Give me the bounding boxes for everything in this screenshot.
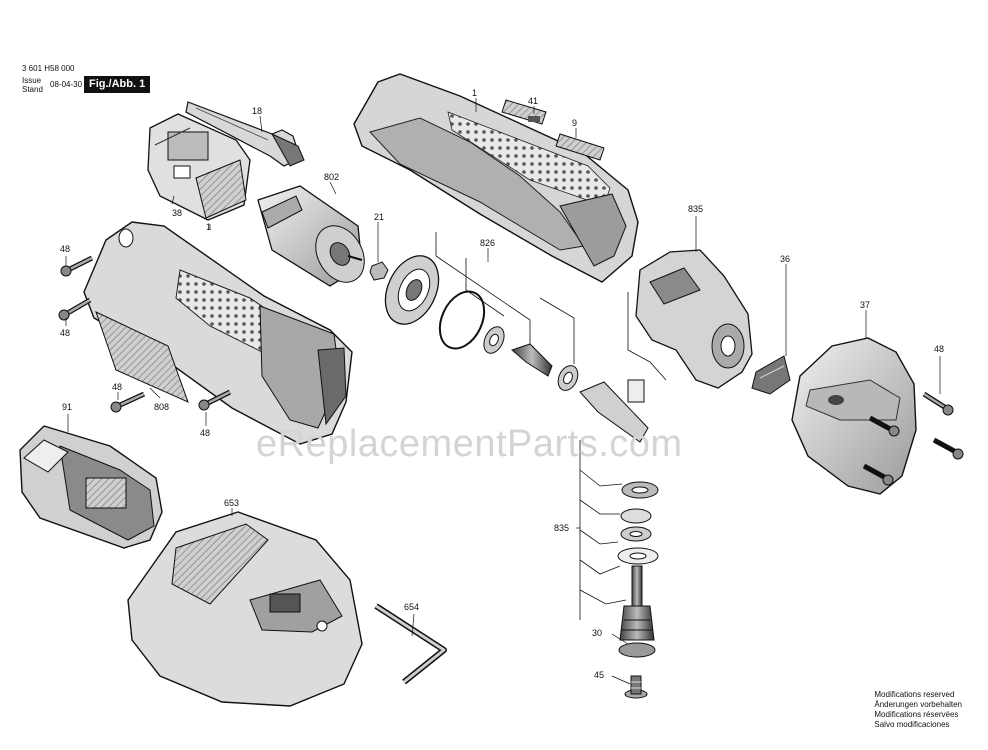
part-36-clip	[751, 355, 791, 395]
callout-38: 38	[172, 208, 182, 218]
part-18-switch-strap	[185, 101, 305, 167]
part-653-charger	[127, 511, 363, 707]
callout-802: 802	[324, 172, 339, 182]
callout-654: 654	[404, 602, 419, 612]
part-835-spindle-stack	[579, 440, 659, 620]
modifications-line-de: Änderungen vorbehalten	[874, 700, 962, 709]
screw-48-a	[60, 255, 94, 277]
part-9-label	[555, 133, 605, 161]
callout-835-top: 835	[688, 204, 703, 214]
callout-653: 653	[224, 498, 239, 508]
callout-48-d: 48	[200, 428, 210, 438]
part-91-battery	[19, 425, 163, 549]
callout-91: 91	[62, 402, 72, 412]
callout-1-left: 1	[206, 222, 211, 232]
screw-right-2	[932, 437, 964, 460]
modifications-line-fr: Modifications réservées	[874, 710, 959, 719]
callout-48-b: 48	[60, 328, 70, 338]
callout-808: 808	[154, 402, 169, 412]
part-802-motor	[257, 185, 365, 287]
part-37-gear-cover	[791, 337, 917, 495]
part-835-gear-head	[627, 249, 753, 389]
screw-right-1	[868, 415, 900, 437]
screw-right-3	[862, 463, 894, 486]
callout-36: 36	[780, 254, 790, 264]
issue-date: 08-04-30	[50, 80, 83, 89]
part-21-nut	[369, 261, 389, 281]
modifications-line-es: Salvo modificaciones	[874, 720, 950, 729]
document-number: 3 601 H58 000	[22, 64, 75, 73]
modifications-line-en: Modifications reserved	[874, 690, 955, 699]
callout-48-c: 48	[112, 382, 122, 392]
modifications-notice: Modifications reserved Änderungen vorbeh…	[874, 690, 962, 730]
part-1-housing-right	[353, 73, 639, 283]
part-808-label	[95, 311, 189, 403]
callout-48-a: 48	[60, 244, 70, 254]
part-45-bolt	[624, 675, 648, 699]
part-654-hex-key	[374, 603, 447, 685]
callout-37: 37	[860, 300, 870, 310]
screw-48-d	[198, 389, 232, 411]
issue-label: Issue	[22, 76, 42, 85]
part-41-label	[501, 99, 547, 125]
part-30-spindle	[618, 565, 656, 658]
callout-21: 21	[374, 212, 384, 222]
callout-41: 41	[528, 96, 538, 106]
callout-18: 18	[252, 106, 262, 116]
part-1-housing-left	[83, 221, 353, 445]
figure-label: Fig./Abb. 1	[84, 76, 151, 93]
callout-48-right: 48	[934, 344, 944, 354]
part-38-electronics-module	[147, 113, 251, 221]
leader-lines	[65, 98, 941, 685]
stand-label: Stand	[22, 85, 43, 94]
callout-835-bottom: 835	[554, 523, 569, 533]
callout-labels: 18 38 802 21 1 41 9 835 826 36 37 48 1 4…	[60, 88, 944, 680]
callout-30: 30	[592, 628, 602, 638]
screw-48-b	[58, 297, 92, 321]
watermark: eReplacementParts.com	[256, 423, 683, 465]
screw-48-c	[110, 391, 146, 413]
callout-9: 9	[572, 118, 577, 128]
part-826-bearing-assembly	[384, 232, 649, 443]
callout-45: 45	[594, 670, 604, 680]
callout-826: 826	[480, 238, 495, 248]
screw-48-e	[922, 391, 954, 416]
callout-1-top: 1	[472, 88, 477, 98]
